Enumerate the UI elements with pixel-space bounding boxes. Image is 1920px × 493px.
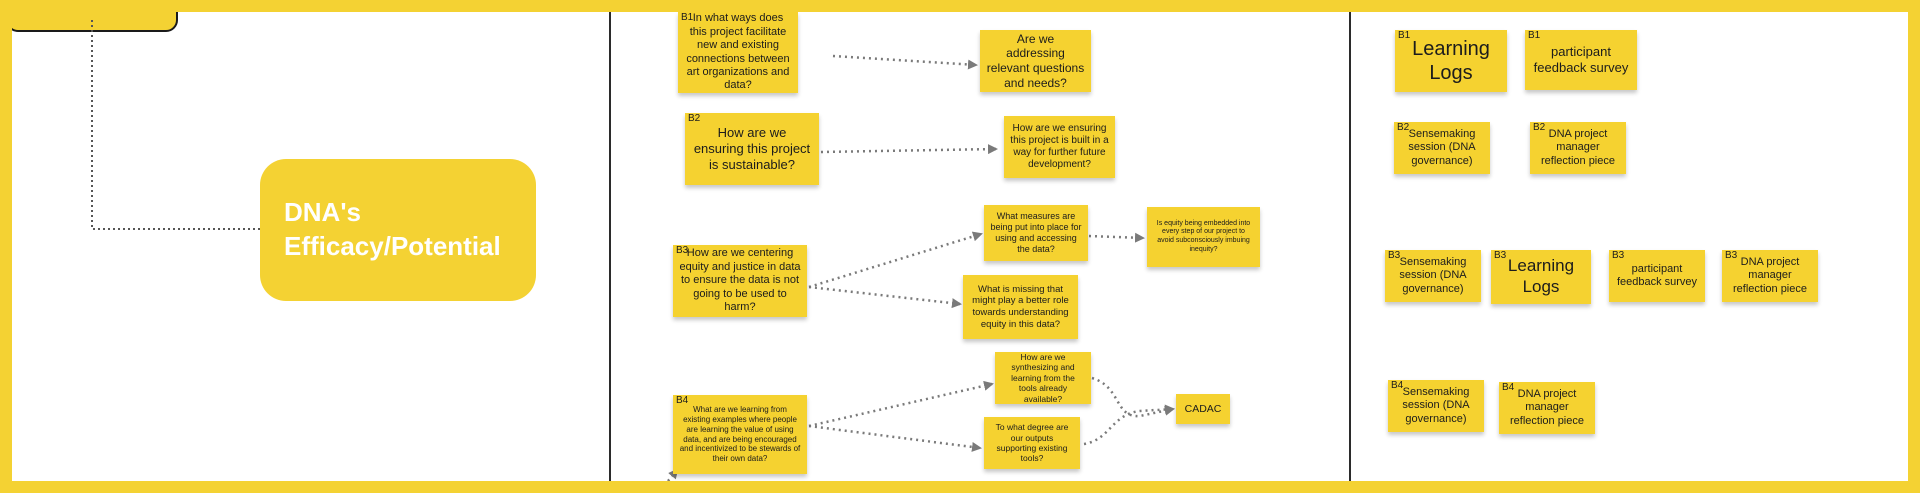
method-tag: B2 xyxy=(1533,122,1546,133)
method-text: DNA project manager reflection piece xyxy=(1510,387,1584,427)
method-tag: B1 xyxy=(1398,30,1411,41)
arrow-offscreen xyxy=(667,468,679,481)
method-sticky-b1-survey[interactable]: B1 participant feedback survey xyxy=(1525,30,1637,90)
connector-parent-to-node xyxy=(91,20,264,230)
arrow-b4-synth xyxy=(808,380,994,428)
whiteboard-canvas[interactable]: DNA's Efficacy/Potential B1 In what ways… xyxy=(12,12,1908,481)
method-sticky-b3-learning-logs[interactable]: B3 Learning Logs xyxy=(1491,250,1591,304)
question-text: In what ways does this project facilitat… xyxy=(686,12,790,92)
dna-efficacy-label: DNA's Efficacy/Potential xyxy=(284,197,501,261)
followup-text: What is missing that might play a better… xyxy=(972,283,1069,330)
dna-efficacy-node[interactable]: DNA's Efficacy/Potential xyxy=(260,159,536,301)
arrow-b2-followup xyxy=(820,144,998,155)
question-tag: B3 xyxy=(676,245,689,256)
question-sticky-b2[interactable]: B2 How are we ensuring this project is s… xyxy=(685,113,819,185)
followup-text: CADAC xyxy=(1184,402,1222,415)
arrow-measures-equity xyxy=(1088,232,1145,243)
followup-sticky-synthesizing[interactable]: How are we synthesizing and learning fro… xyxy=(995,352,1091,404)
followup-text: How are we ensuring this project is buil… xyxy=(1010,122,1109,171)
question-sticky-b3[interactable]: B3 How are we centering equity and justi… xyxy=(673,245,807,317)
method-sticky-b2-reflection[interactable]: B2 DNA project manager reflection piece xyxy=(1530,122,1626,174)
method-tag: B4 xyxy=(1502,382,1515,393)
followup-text: Is equity being embedded into every step… xyxy=(1156,219,1251,253)
method-sticky-b4-sensemaking[interactable]: B4 Sensemaking session (DNA governance) xyxy=(1388,380,1484,432)
method-sticky-b2-sensemaking[interactable]: B2 Sensemaking session (DNA governance) xyxy=(1394,122,1490,174)
followup-sticky-outputs[interactable]: To what degree are our outputs supportin… xyxy=(984,417,1080,469)
followup-text: Are we addressing relevant questions and… xyxy=(986,31,1085,90)
column-divider-right xyxy=(1349,12,1351,481)
method-text: Learning Logs xyxy=(1507,256,1575,296)
method-tag: B1 xyxy=(1528,30,1541,41)
method-tag: B3 xyxy=(1725,250,1738,261)
question-text: How are we centering equity and justice … xyxy=(679,247,801,314)
followup-text: How are we synthesizing and learning fro… xyxy=(1011,352,1075,404)
column-divider-left xyxy=(609,12,611,481)
method-sticky-b3-sensemaking[interactable]: B3 Sensemaking session (DNA governance) xyxy=(1385,250,1481,302)
question-sticky-b4[interactable]: B4 What are we learning from existing ex… xyxy=(673,395,807,474)
method-text: Sensemaking session (DNA governance) xyxy=(1402,385,1470,425)
question-tag: B1 xyxy=(681,12,694,23)
arrow-b3-measures xyxy=(808,231,983,289)
method-sticky-b3-survey[interactable]: B3 participant feedback survey xyxy=(1609,250,1705,302)
method-text: DNA project manager reflection piece xyxy=(1733,255,1807,295)
arrow-b1-followup xyxy=(832,54,978,70)
parent-node[interactable] xyxy=(12,12,178,32)
arrow-synth-cadac xyxy=(1091,376,1175,418)
followup-text: What measures are being put into place f… xyxy=(990,211,1082,254)
question-text: What are we learning from existing examp… xyxy=(679,405,801,463)
arrow-degree-cadac xyxy=(1083,404,1175,446)
method-text: DNA project manager reflection piece xyxy=(1541,127,1615,167)
method-sticky-b3-reflection[interactable]: B3 DNA project manager reflection piece xyxy=(1722,250,1818,302)
followup-sticky-missing[interactable]: What is missing that might play a better… xyxy=(963,275,1078,339)
followup-sticky-measures[interactable]: What measures are being put into place f… xyxy=(984,205,1088,261)
question-tag: B4 xyxy=(676,395,689,406)
method-text: Learning Logs xyxy=(1412,37,1490,84)
question-sticky-b1[interactable]: B1 In what ways does this project facili… xyxy=(678,12,798,93)
method-tag: B3 xyxy=(1494,250,1507,261)
connector-layer xyxy=(91,20,1175,481)
method-text: Sensemaking session (DNA governance) xyxy=(1408,127,1476,167)
method-text: participant feedback survey xyxy=(1533,44,1629,75)
method-text: participant feedback survey xyxy=(1616,262,1698,288)
arrow-b4-degree xyxy=(808,424,982,452)
method-tag: B4 xyxy=(1391,380,1404,391)
followup-sticky-future[interactable]: How are we ensuring this project is buil… xyxy=(1004,116,1115,178)
question-text: How are we ensuring this project is sust… xyxy=(693,125,811,172)
method-tag: B2 xyxy=(1397,122,1410,133)
followup-text: To what degree are our outputs supportin… xyxy=(995,422,1069,464)
followup-sticky-equity[interactable]: Is equity being embedded into every step… xyxy=(1147,207,1260,267)
method-sticky-b4-reflection[interactable]: B4 DNA project manager reflection piece xyxy=(1499,382,1595,434)
method-sticky-b1-learning-logs[interactable]: B1 Learning Logs xyxy=(1395,30,1507,92)
followup-sticky-cadac[interactable]: CADAC xyxy=(1176,394,1230,424)
followup-sticky-relevant[interactable]: Are we addressing relevant questions and… xyxy=(980,30,1091,92)
method-tag: B3 xyxy=(1612,250,1625,261)
method-tag: B3 xyxy=(1388,250,1401,261)
question-tag: B2 xyxy=(688,113,701,124)
arrow-b3-missing xyxy=(808,285,962,309)
method-text: Sensemaking session (DNA governance) xyxy=(1399,255,1467,295)
